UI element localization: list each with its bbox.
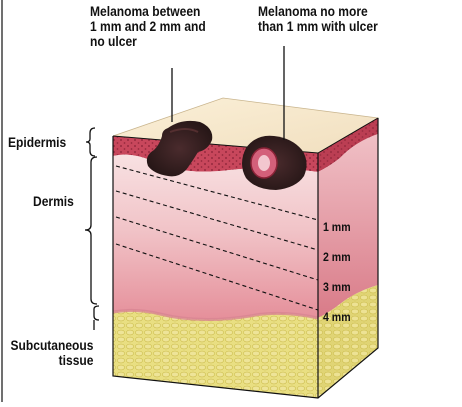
label-melanoma-no-ulcer: Melanoma between 1 mm and 2 mm and no ul…: [90, 4, 206, 49]
depth-mark-1mm: 1 mm: [323, 220, 351, 234]
label-subcutaneous-tissue: Subcutaneous tissue: [10, 338, 93, 368]
label-epidermis: Epidermis: [8, 135, 66, 150]
depth-mark-3mm: 3 mm: [323, 280, 351, 294]
depth-mark-4mm: 4 mm: [323, 310, 351, 324]
bracket-epidermis: [86, 128, 95, 156]
depth-mark-2mm: 2 mm: [323, 250, 351, 264]
label-dermis: Dermis: [33, 194, 74, 209]
label-melanoma-with-ulcer: Melanoma no more than 1 mm with ulcer: [258, 4, 378, 34]
bracket-subcutaneous: [94, 306, 99, 320]
bracket-dermis: [85, 157, 97, 304]
